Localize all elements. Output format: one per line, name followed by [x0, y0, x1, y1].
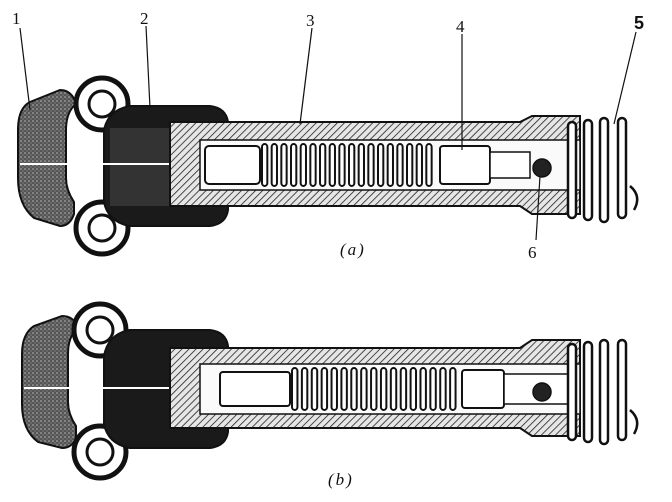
view-b-assembly [21, 301, 639, 481]
part-6-ball-a [532, 158, 552, 178]
label-part-3: 3 [306, 11, 315, 30]
leader-lines [19, 25, 637, 241]
label-part-2: 2 [140, 9, 149, 28]
spring-a [261, 143, 433, 187]
part-1-grip-b [21, 314, 80, 450]
caption-b: (b) [328, 470, 354, 489]
view-a-assembly [17, 75, 639, 257]
part-1-grip-a [17, 88, 78, 228]
caption-a: (a) [340, 240, 366, 259]
spring-b [291, 367, 457, 411]
label-part-6: 6 [528, 243, 537, 262]
label-part-1: 1 [12, 9, 21, 28]
label-part-5: 5 [634, 13, 645, 33]
part-5-coil-a [566, 116, 639, 224]
label-part-4: 4 [456, 17, 465, 36]
part-4-plunger-a [439, 145, 491, 185]
part-6-ball-b [532, 382, 552, 402]
part-5-coil-b [566, 338, 639, 446]
